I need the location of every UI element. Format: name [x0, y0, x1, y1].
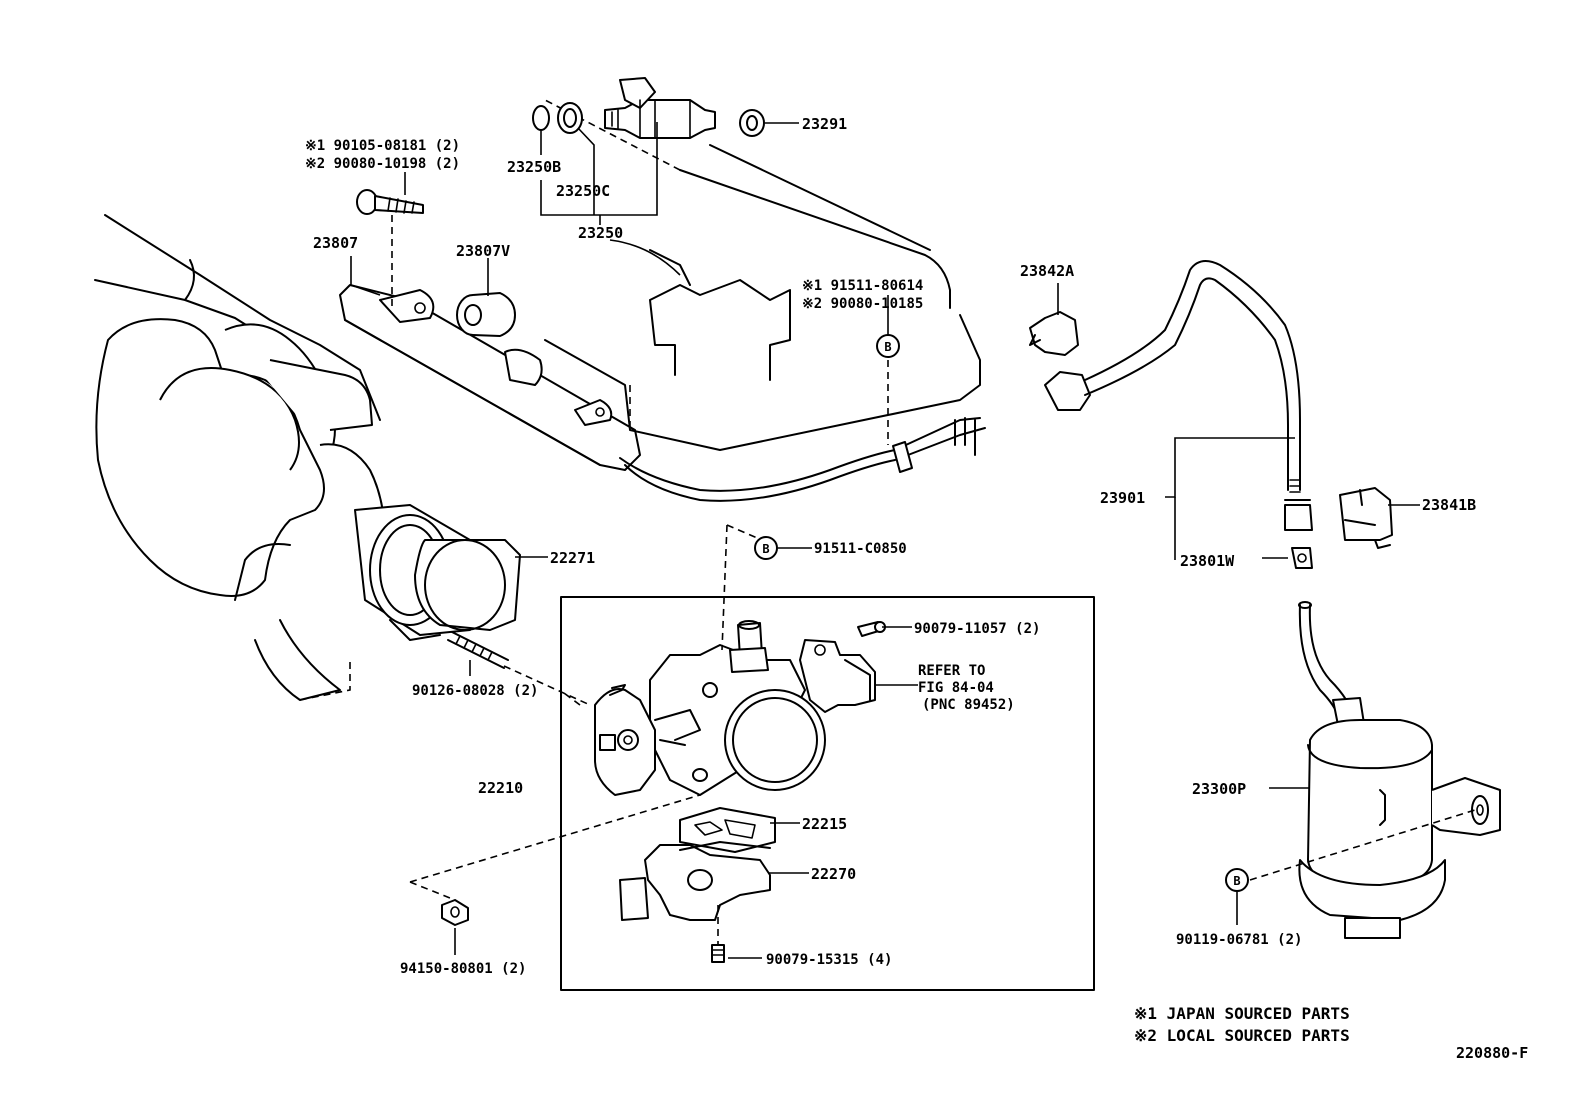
label-23300P: 23300P: [1192, 780, 1246, 798]
head-cover-outline: [544, 99, 981, 451]
intake-manifold: [94, 214, 421, 701]
label-refer-3: (PNC 89452): [922, 697, 1015, 713]
label-23841B: 23841B: [1422, 496, 1476, 514]
label-refer-2: FIG 84-04: [918, 680, 994, 696]
label-23842A: 23842A: [1020, 262, 1074, 280]
label-23250B: 23250B: [507, 158, 561, 176]
fuel-pipe-23901: [1029, 260, 1313, 531]
label-90126-08028: 90126-08028 (2): [412, 683, 538, 699]
nut-94150-80801: [409, 794, 701, 926]
label-23807V: 23807V: [456, 242, 510, 260]
svg-text:B: B: [884, 340, 891, 354]
label-bolt-top-2: ※2 90080-10198 (2): [305, 156, 460, 172]
label-22210: 22210: [478, 779, 523, 797]
legend-note-2: ※2 LOCAL SOURCED PARTS: [1134, 1026, 1350, 1045]
legend: ※1 JAPAN SOURCED PARTS ※2 LOCAL SOURCED …: [1134, 1004, 1528, 1062]
label-90079-15315: 90079-15315 (4): [766, 952, 892, 968]
label-22270: 22270: [811, 865, 856, 883]
label-23250: 23250: [578, 224, 623, 242]
label-94150-80801: 94150-80801 (2): [400, 961, 526, 977]
label-90119-06781: 90119-06781 (2): [1176, 932, 1302, 948]
label-bolt-b-2: ※2 90080-10185: [802, 296, 923, 312]
label-23807: 23807: [313, 234, 358, 252]
bracket-23841B: [1339, 487, 1393, 549]
b-marker-2: B: [754, 536, 778, 560]
legend-note-1: ※1 JAPAN SOURCED PARTS: [1134, 1004, 1350, 1023]
fuel-delivery-pipe-23807: [339, 284, 986, 502]
label-90079-11057: 90079-11057 (2): [914, 621, 1040, 637]
pressure-regulator-23300P: [1249, 601, 1501, 939]
gasket-22271: [354, 504, 521, 641]
label-23291: 23291: [802, 115, 847, 133]
clip-23801W: [1291, 547, 1313, 569]
label-refer-1: REFER TO: [918, 663, 985, 679]
label-bolt-top-1: ※1 90105-08181 (2): [305, 138, 460, 154]
svg-text:B: B: [762, 542, 769, 556]
bolt-90105-08181: [356, 189, 424, 310]
stud-90126-08028: [447, 631, 591, 706]
throttle-body-22210: [594, 620, 886, 963]
figure-code: 220880-F: [1456, 1044, 1528, 1062]
label-22215: 22215: [802, 815, 847, 833]
label-23250C: 23250C: [556, 182, 610, 200]
throttle-body-box: [560, 596, 1095, 991]
label-23801W: 23801W: [1180, 552, 1235, 570]
guide-lines: [559, 360, 889, 706]
b-marker-3: B: [1225, 868, 1249, 892]
insulator-23807V: [456, 292, 516, 337]
injector-assembly: [532, 77, 765, 139]
callout-labels: ※1 90105-08181 (2) ※2 90080-10198 (2) 23…: [305, 115, 1476, 977]
label-22271: 22271: [550, 549, 595, 567]
label-91511-C0850: 91511-C0850: [814, 541, 907, 557]
label-bolt-b-1: ※1 91511-80614: [802, 278, 923, 294]
b-marker-1: B: [876, 334, 900, 358]
label-23901: 23901: [1100, 489, 1145, 507]
leader-lines: [350, 122, 1420, 959]
svg-text:B: B: [1233, 874, 1240, 888]
